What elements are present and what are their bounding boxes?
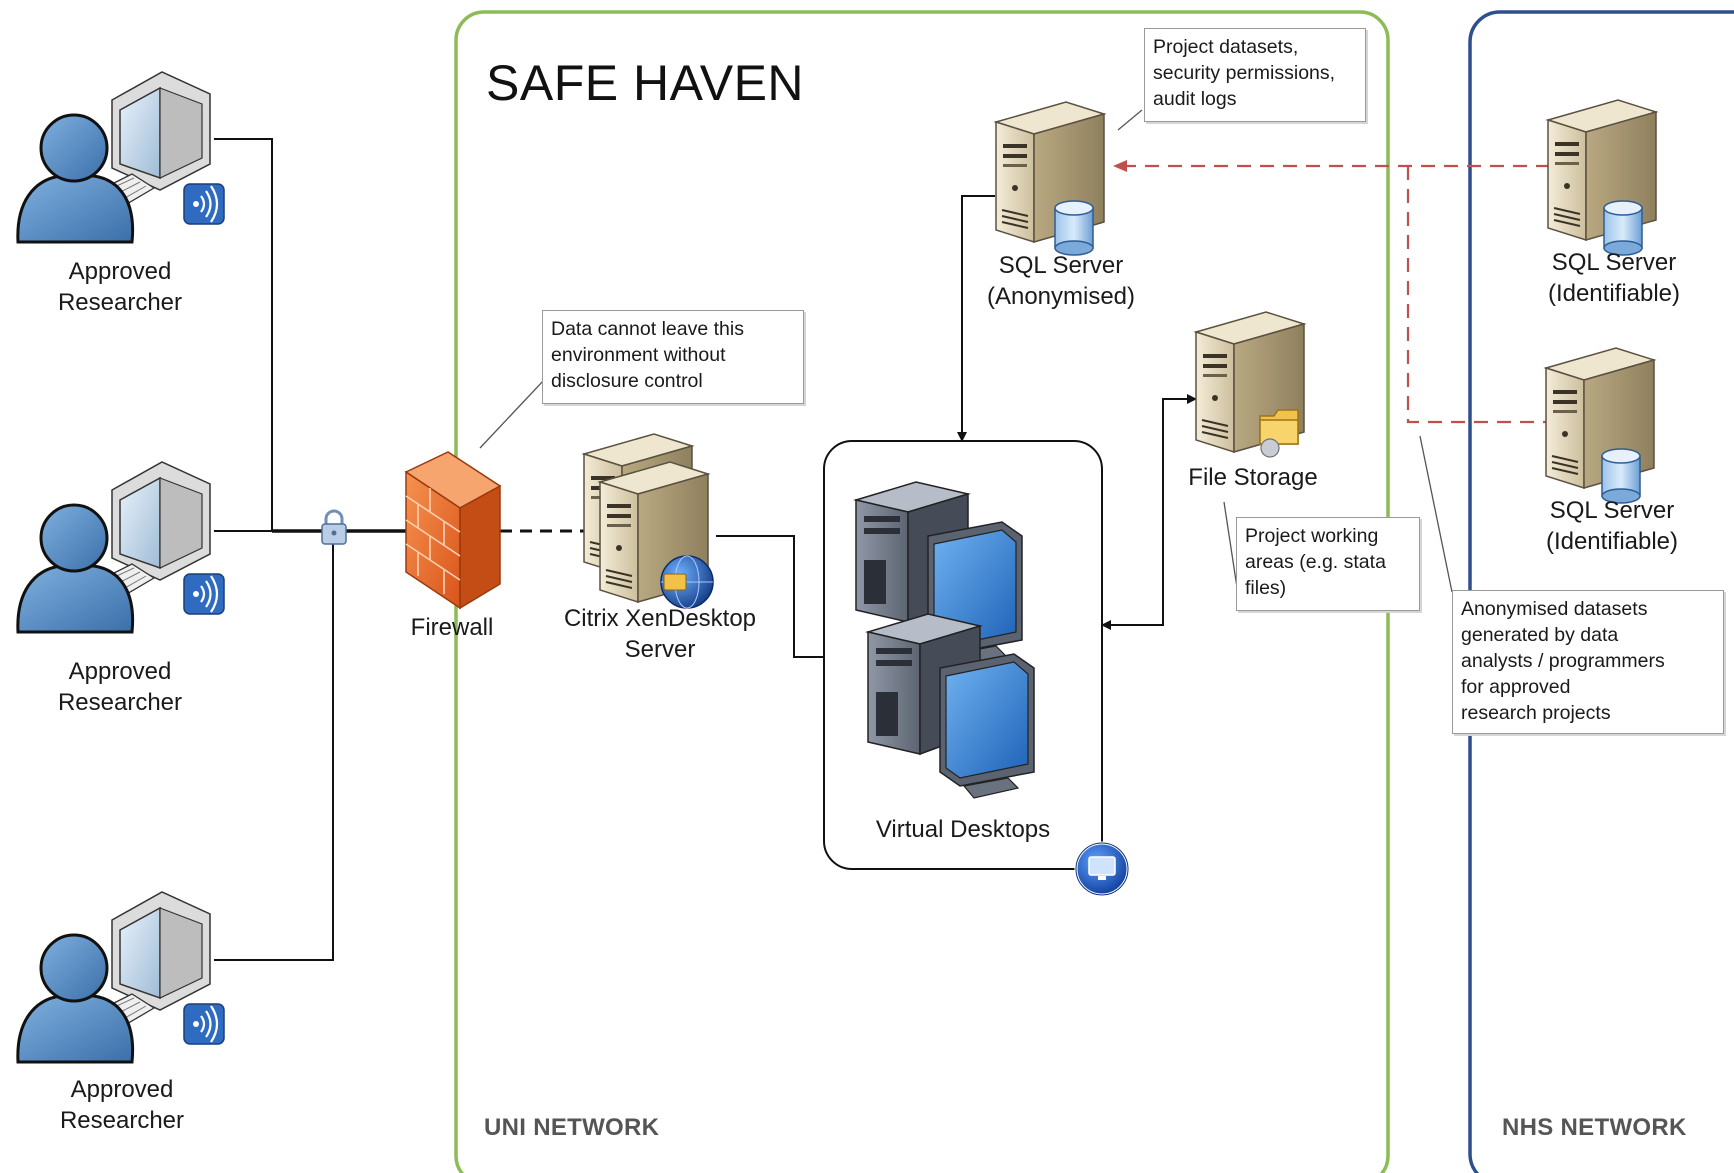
database-icon [1054,200,1094,256]
sql-ident-label-line2: (Identifiable) [1547,280,1681,307]
note-line: for approved [1461,676,1571,698]
citrix-server-label: Citrix XenDesktop Server [540,603,780,665]
sql-ident-label-line1: SQL Server [1551,249,1677,276]
sql-ident-label-line2: (Identifiable) [1545,528,1679,555]
folder-icon [1259,409,1299,458]
project-working-areas-note: Project working areas (e.g. stata files) [1236,517,1420,611]
nhs-network-label: NHS NETWORK [1502,1114,1687,1141]
researcher-label-3: Approved Researcher [42,1074,202,1136]
desktops-to-storage-arrow [1114,394,1197,626]
note-line: audit logs [1153,88,1237,110]
note-line: files) [1245,577,1287,599]
firewall-icon [404,451,502,610]
diagram-title: SAFE HAVEN [486,55,805,111]
researcher-label-line2: Researcher [59,1107,185,1134]
note-line: environment without [551,344,726,366]
file-storage-label: File Storage [1188,464,1318,491]
researcher-label-line1: Approved [70,1076,174,1103]
researcher-label-1: Approved Researcher [40,256,200,318]
sql-server-identifiable-2-label: SQL Server (Identifiable) [1522,495,1702,557]
citrix-to-desktops-line [716,535,824,658]
note-line: security permissions, [1153,62,1336,84]
project-datasets-note: Project datasets, security permissions, … [1144,28,1366,122]
callout-pointers [479,109,1453,595]
note-line: areas (e.g. stata [1245,551,1386,573]
citrix-label-line2: Server [624,636,696,663]
note-line: research projects [1461,702,1611,724]
researcher-workstation-3 [16,890,226,1064]
researcher-label-line1: Approved [68,258,172,285]
note-line: Project datasets, [1153,36,1299,58]
firewall-label: Firewall [410,614,494,641]
note-line: generated by data [1461,624,1619,646]
researcher-workstation-1 [16,70,226,244]
identifiable-data-flow [1113,160,1550,424]
virtual-desktops-label: Virtual Desktops [875,816,1051,843]
padlock-icon [321,509,347,545]
anonymised-datasets-note: Anonymised datasets generated by data an… [1452,590,1724,734]
researcher-connectors [214,138,410,961]
uni-network-label: UNI NETWORK [484,1114,660,1141]
disclosure-control-note: Data cannot leave this environment witho… [542,310,804,404]
note-line: Anonymised datasets [1461,598,1648,620]
remote-desktop-icon [1074,841,1130,897]
note-line: disclosure control [551,370,703,392]
researcher-label-line2: Researcher [57,289,183,316]
citrix-label-line1: Citrix XenDesktop [563,605,757,632]
sql-anon-label-line2: (Anonymised) [986,283,1136,310]
researcher-label-line2: Researcher [57,689,183,716]
note-line: analysts / programmers [1461,650,1665,672]
sql-to-desktops-arrow [957,195,995,442]
globe-icon [660,555,714,609]
sql-server-identifiable-1-label: SQL Server (Identifiable) [1524,247,1704,309]
sql-ident-label-line1: SQL Server [1549,497,1675,524]
note-line: Data cannot leave this [551,318,744,340]
sql-anon-label-line1: SQL Server [998,252,1124,279]
researcher-label-line1: Approved [68,658,172,685]
sql-server-anonymised-label: SQL Server (Anonymised) [966,250,1156,312]
researcher-label-2: Approved Researcher [40,656,200,718]
researcher-workstation-2 [16,460,226,634]
note-line: Project working [1245,525,1379,547]
